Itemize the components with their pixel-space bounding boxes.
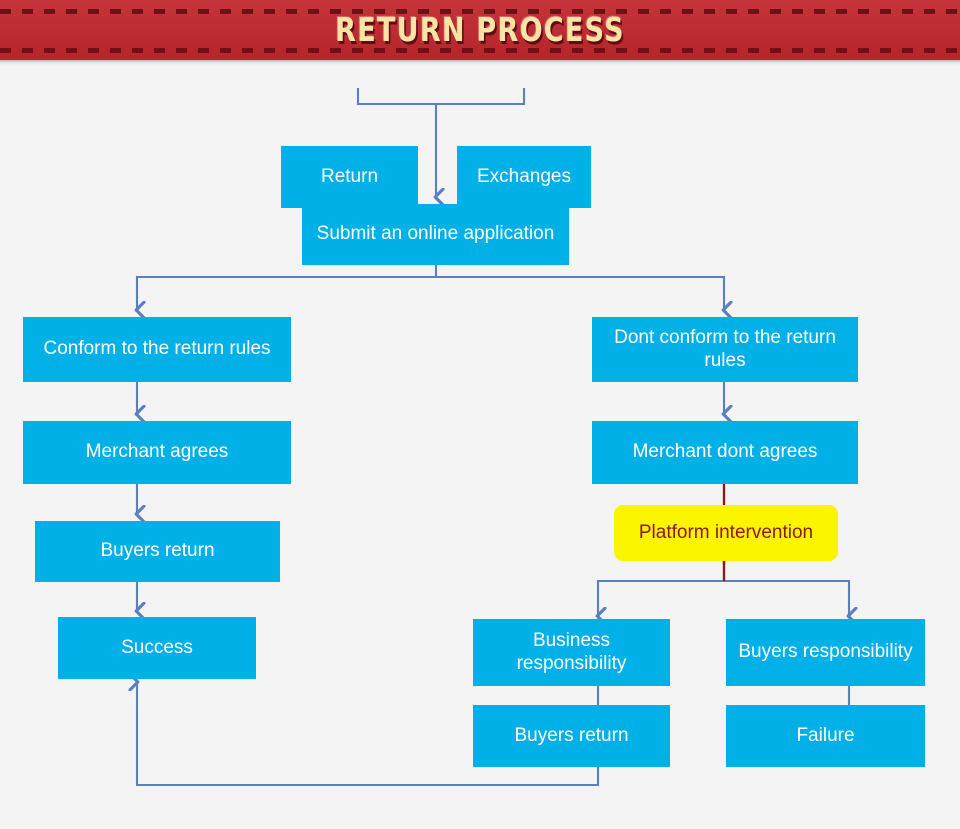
node-platform-intervention[interactable]: Platform intervention: [614, 505, 838, 561]
node-dont-conform-to-return-rules[interactable]: Dont conform to the return rules: [592, 317, 858, 382]
node-buyers-responsibility[interactable]: Buyers responsibility: [726, 619, 925, 686]
node-label: Dont conform to the return rules: [614, 327, 836, 371]
edge-exchanges-to-submit: [436, 88, 526, 106]
node-label: Buyers return: [100, 540, 215, 562]
node-label: Success: [121, 636, 193, 658]
node-label: Buyers return: [514, 724, 629, 746]
node-success[interactable]: Success: [58, 617, 256, 679]
page-header-banner: RETURN PROCESS: [0, 0, 960, 60]
node-label: Exchanges: [476, 165, 571, 187]
connector-layer: [0, 88, 960, 787]
node-merchant-agrees[interactable]: Merchant agrees: [23, 421, 291, 484]
banner-drop-shadow: [0, 60, 960, 67]
node-conform-to-return-rules[interactable]: Conform to the return rules: [23, 317, 291, 382]
banner-dashed-line-bottom: [0, 48, 960, 53]
node-label: Return: [320, 165, 379, 187]
node-label: Merchant agrees: [85, 441, 229, 463]
node-label: Platform intervention: [638, 521, 814, 543]
edge-feedback-to-success: [137, 682, 600, 787]
node-return[interactable]: Return: [281, 146, 418, 208]
node-exchanges[interactable]: Exchanges: [457, 146, 591, 208]
edge-return-to-submit: [356, 88, 436, 106]
banner-dashed-line-top: [0, 9, 960, 14]
node-submit-online-application[interactable]: Submit an online application: [302, 204, 569, 265]
node-buyers-return-left[interactable]: Buyers return: [35, 521, 280, 582]
flowchart-canvas: Return Exchanges Submit an online applic…: [0, 60, 960, 829]
node-label: Buyers responsibility: [738, 641, 913, 663]
node-label: Merchant dont agrees: [632, 441, 818, 463]
node-label: Conform to the return rules: [43, 338, 271, 360]
node-label: Submit an online application: [316, 223, 555, 245]
node-merchant-dont-agrees[interactable]: Merchant dont agrees: [592, 421, 858, 484]
node-label: Business responsibility: [516, 630, 627, 674]
node-label: Failure: [796, 724, 855, 746]
page-title: RETURN PROCESS: [335, 10, 625, 49]
node-business-responsibility[interactable]: Business responsibility: [473, 619, 670, 686]
node-failure[interactable]: Failure: [726, 705, 925, 767]
node-buyers-return-right[interactable]: Buyers return: [473, 705, 670, 767]
edge-submit-split: [137, 265, 724, 310]
